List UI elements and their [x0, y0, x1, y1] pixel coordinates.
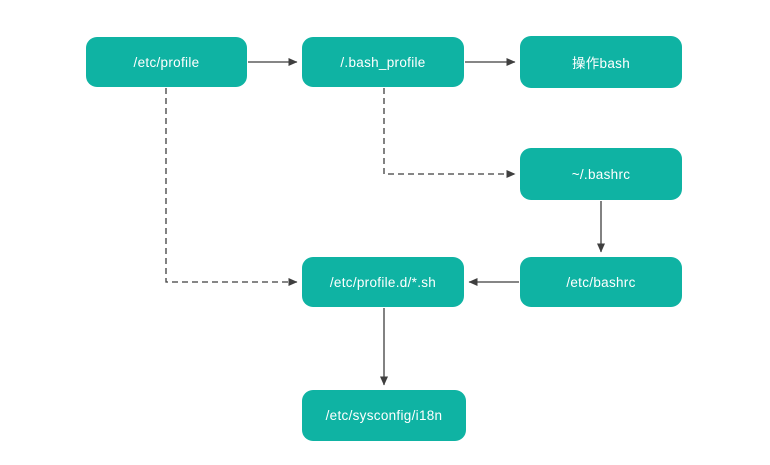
node-sysconfig-i18n-label: /etc/sysconfig/i18n [325, 408, 443, 423]
node-profile-d-label: /etc/profile.d/*.sh [329, 274, 437, 290]
node-bash-profile: /.bash_profile [302, 37, 464, 87]
node-operate-bash: 操作bash [520, 36, 682, 88]
node-profile-d: /etc/profile.d/*.sh [302, 257, 464, 307]
node-sysconfig-i18n: /etc/sysconfig/i18n [302, 390, 466, 441]
node-etc-profile: /etc/profile [86, 37, 247, 87]
node-bash-profile-label: /.bash_profile [340, 54, 426, 70]
node-user-bashrc-label: ~/.bashrc [571, 166, 631, 182]
edge-etcprofile-profiled [165, 88, 298, 286]
node-user-bashrc: ~/.bashrc [520, 148, 682, 200]
node-etc-profile-label: /etc/profile [133, 54, 200, 70]
node-operate-bash-label: 操作bash [571, 56, 631, 71]
node-etc-bashrc: /etc/bashrc [520, 257, 682, 307]
edge-bashprofile-userbashrc [383, 88, 516, 178]
node-etc-bashrc-label: /etc/bashrc [566, 274, 636, 290]
